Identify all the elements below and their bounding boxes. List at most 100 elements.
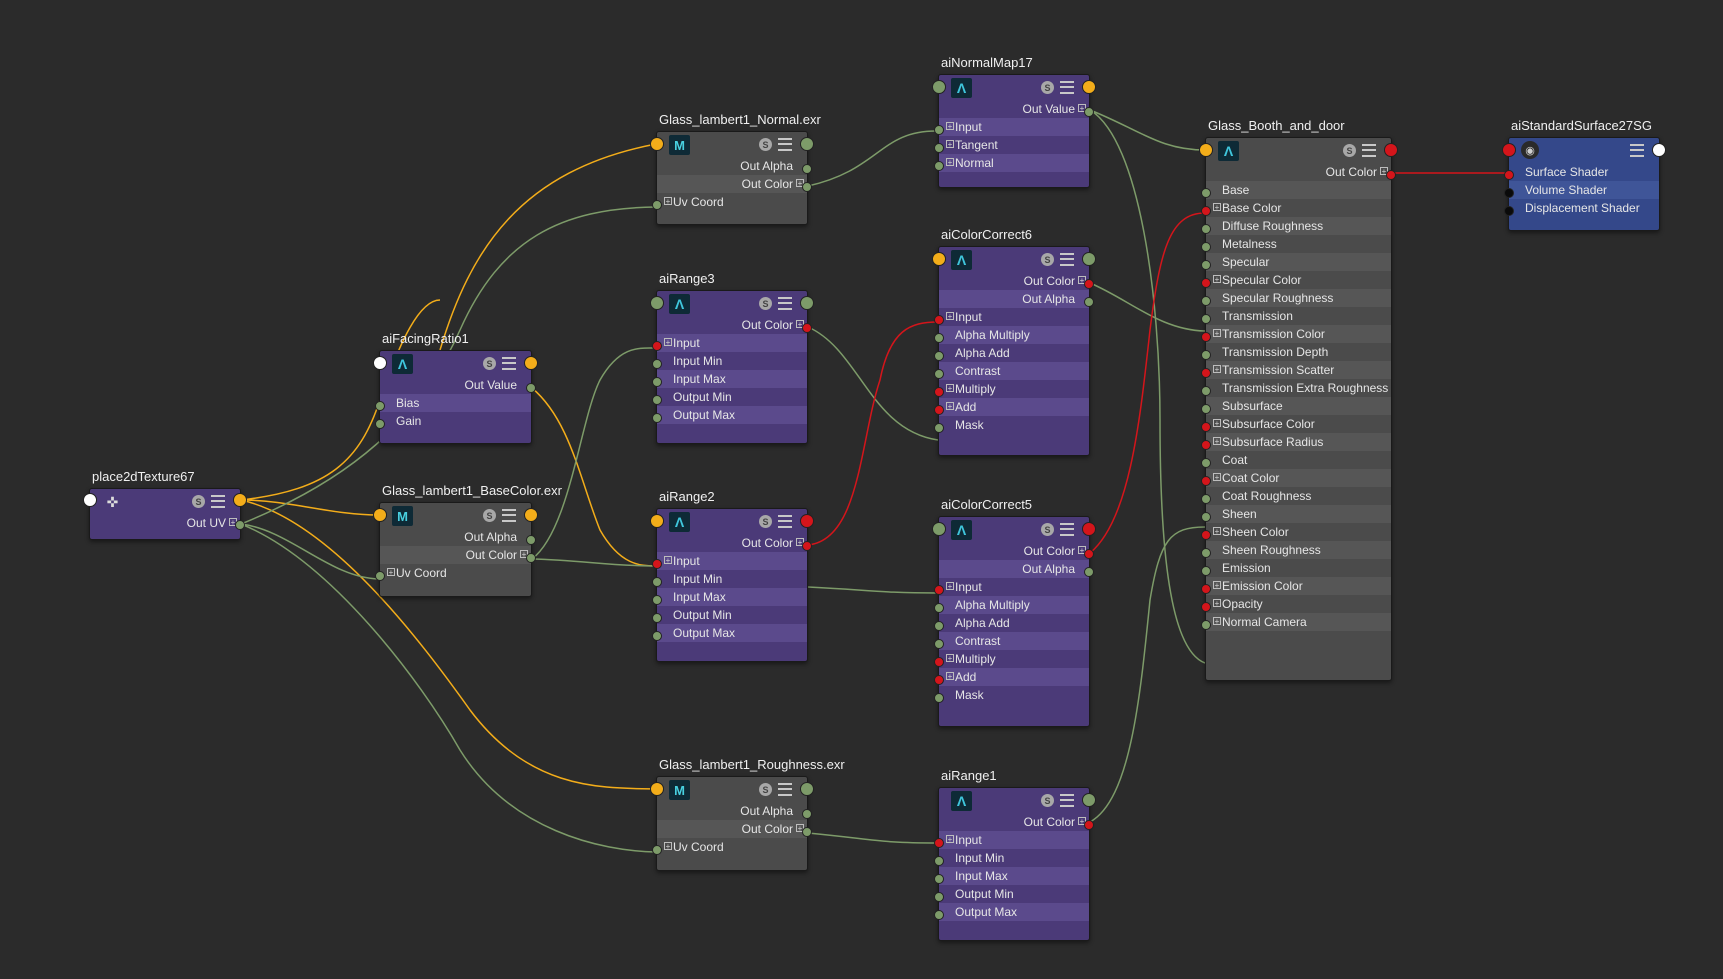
row-output-min[interactable]: Output Min bbox=[673, 608, 732, 622]
row-opacity[interactable]: +Opacity bbox=[1213, 597, 1263, 611]
port-in-output-max[interactable] bbox=[652, 413, 662, 423]
swatch-toggle-icon[interactable]: S bbox=[1041, 81, 1054, 94]
port-input[interactable] bbox=[650, 296, 664, 310]
row-metalness[interactable]: Metalness bbox=[1222, 237, 1277, 251]
expand-icon[interactable]: + bbox=[946, 312, 954, 321]
swatch-toggle-icon[interactable]: S bbox=[759, 515, 772, 528]
row-out-color[interactable]: Out Color+ bbox=[380, 546, 531, 564]
port-in-normal[interactable] bbox=[934, 161, 944, 171]
expand-icon[interactable]: + bbox=[1213, 365, 1221, 374]
port-out-color[interactable] bbox=[802, 827, 812, 837]
row-out-value[interactable]: Out Value+ bbox=[1022, 102, 1086, 116]
port-in-tangent[interactable] bbox=[934, 143, 944, 153]
port-output[interactable] bbox=[233, 493, 247, 507]
port-in-transmission-color[interactable] bbox=[1201, 332, 1211, 342]
row-diffuse-roughness[interactable]: Diffuse Roughness bbox=[1206, 217, 1391, 235]
row-surface-shader[interactable]: Surface Shader bbox=[1525, 165, 1609, 179]
port-in-output-min[interactable] bbox=[934, 892, 944, 902]
port-in-transmission-scatter[interactable] bbox=[1201, 368, 1211, 378]
row-transmission-extra-roughness[interactable]: Transmission Extra Roughness bbox=[1222, 381, 1389, 395]
attribute-list-icon[interactable] bbox=[1060, 253, 1074, 266]
port-output[interactable] bbox=[1082, 522, 1096, 536]
attribute-list-icon[interactable] bbox=[778, 783, 792, 796]
port-in-mask[interactable] bbox=[934, 423, 944, 433]
port-out-color[interactable] bbox=[802, 541, 812, 551]
node-shading-group[interactable]: aiStandardSurface27SG ◉ Surface Shader V… bbox=[1502, 118, 1666, 231]
port-out-color[interactable] bbox=[1084, 549, 1094, 559]
row-out-alpha[interactable]: Out Alpha bbox=[939, 290, 1089, 308]
expand-icon[interactable]: + bbox=[946, 402, 954, 411]
port-in-subsurface-radius[interactable] bbox=[1201, 440, 1211, 450]
port-in-volume-shader[interactable] bbox=[1504, 188, 1514, 198]
row-out-alpha[interactable]: Out Alpha bbox=[740, 159, 793, 173]
row-mask[interactable]: Mask bbox=[955, 418, 984, 432]
row-alpha-multiply[interactable]: Alpha Multiply bbox=[939, 596, 1089, 614]
port-input[interactable] bbox=[932, 522, 946, 536]
row-transmission-depth[interactable]: Transmission Depth bbox=[1222, 345, 1329, 359]
port-in-sheen-color[interactable] bbox=[1201, 530, 1211, 540]
port-in-normal-camera[interactable] bbox=[1201, 620, 1211, 630]
expand-icon[interactable]: + bbox=[1213, 275, 1221, 284]
port-in-coat[interactable] bbox=[1201, 458, 1211, 468]
row-out-value[interactable]: Out Value bbox=[464, 378, 517, 392]
row-input-min[interactable]: Input Min bbox=[673, 354, 723, 368]
row-multiply[interactable]: +Multiply bbox=[946, 652, 996, 666]
port-in-base[interactable] bbox=[1201, 188, 1211, 198]
expand-icon[interactable]: + bbox=[946, 582, 954, 591]
row-output-max[interactable]: Output Max bbox=[657, 624, 807, 642]
port-out-alpha[interactable] bbox=[802, 809, 812, 819]
row-emission[interactable]: Emission bbox=[1222, 561, 1271, 575]
row-mask[interactable]: Mask bbox=[955, 688, 984, 702]
row-transmission[interactable]: Transmission bbox=[1222, 309, 1293, 323]
row-output-max[interactable]: Output Max bbox=[939, 903, 1089, 921]
row-input-max[interactable]: Input Max bbox=[657, 588, 807, 606]
row-contrast[interactable]: Contrast bbox=[939, 362, 1089, 380]
port-input[interactable] bbox=[650, 514, 664, 528]
row-coat[interactable]: Coat bbox=[1222, 453, 1248, 467]
port-in-input-max[interactable] bbox=[652, 377, 662, 387]
node-airange1[interactable]: aiRange1 Λ S Out Color+ +Input Input Min… bbox=[934, 768, 1096, 941]
row-subsurface-color[interactable]: +Subsurface Color bbox=[1213, 417, 1315, 431]
expand-icon[interactable]: + bbox=[1213, 581, 1221, 590]
port-in-subsurface-color[interactable] bbox=[1201, 422, 1211, 432]
row-base[interactable]: Base bbox=[1206, 181, 1391, 199]
port-in-input[interactable] bbox=[934, 315, 944, 325]
expand-icon[interactable]: + bbox=[664, 842, 672, 851]
port-in-metalness[interactable] bbox=[1201, 242, 1211, 252]
node-ainormalmap[interactable]: aiNormalMap17 Λ S Out Value+ +Input +Tan… bbox=[932, 55, 1096, 188]
port-in-output-max[interactable] bbox=[652, 631, 662, 641]
row-specular[interactable]: Specular bbox=[1206, 253, 1391, 271]
attribute-list-icon[interactable] bbox=[1060, 81, 1074, 94]
row-out-color[interactable]: Out Color+ bbox=[1023, 544, 1086, 558]
row-input[interactable]: +Input bbox=[946, 580, 982, 594]
port-in-specular[interactable] bbox=[1201, 260, 1211, 270]
row-out-color[interactable]: Out Color+ bbox=[657, 820, 807, 838]
node-airange2[interactable]: aiRange2 Λ S Out Color+ +Input Input Min… bbox=[650, 489, 814, 662]
port-in-input[interactable] bbox=[934, 585, 944, 595]
expand-icon[interactable]: + bbox=[946, 140, 954, 149]
row-add[interactable]: +Add bbox=[939, 668, 1089, 686]
port-output[interactable] bbox=[800, 296, 814, 310]
attribute-list-icon[interactable] bbox=[1060, 794, 1074, 807]
port-output[interactable] bbox=[1082, 80, 1096, 94]
expand-icon[interactable]: + bbox=[1213, 473, 1221, 482]
expand-icon[interactable]: + bbox=[664, 197, 672, 206]
port-output[interactable] bbox=[800, 782, 814, 796]
row-transmission-color[interactable]: +Transmission Color bbox=[1206, 325, 1391, 343]
row-sheen-roughness[interactable]: Sheen Roughness bbox=[1206, 541, 1391, 559]
port-in-add[interactable] bbox=[934, 675, 944, 685]
node-airange3[interactable]: aiRange3 Λ S Out Color+ +Input Input Min… bbox=[650, 271, 814, 444]
row-out-color[interactable]: Out Color+ bbox=[741, 536, 804, 550]
port-in-sheen[interactable] bbox=[1201, 512, 1211, 522]
port-out-color[interactable] bbox=[1386, 170, 1396, 180]
expand-icon[interactable]: + bbox=[946, 835, 954, 844]
attribute-list-icon[interactable] bbox=[1060, 523, 1074, 536]
port-in-emission-color[interactable] bbox=[1201, 584, 1211, 594]
row-subsurface[interactable]: Subsurface bbox=[1206, 397, 1391, 415]
port-out-uv[interactable] bbox=[235, 520, 245, 530]
port-uv-coord[interactable] bbox=[652, 200, 662, 210]
port-input[interactable] bbox=[83, 493, 97, 507]
port-in-multiply[interactable] bbox=[934, 387, 944, 397]
row-normal-camera[interactable]: +Normal Camera bbox=[1206, 613, 1391, 631]
expand-icon[interactable]: + bbox=[946, 384, 954, 393]
